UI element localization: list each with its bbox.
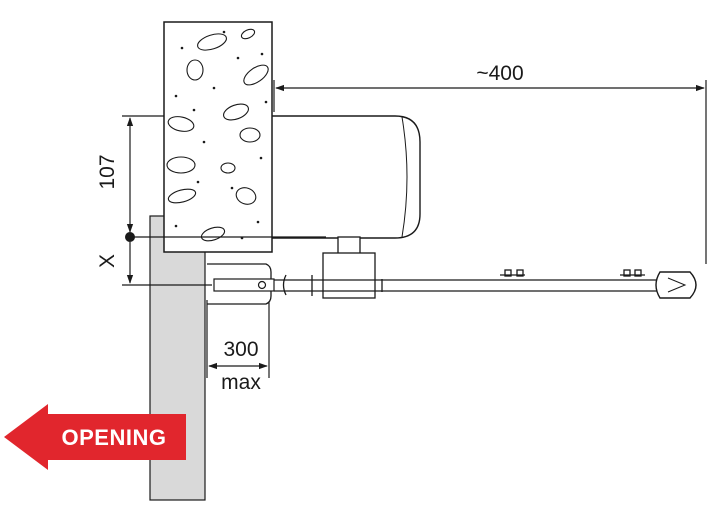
bracket-slot — [213, 278, 275, 292]
bracket-pivot — [257, 280, 267, 290]
arm-length-dimension — [273, 80, 707, 264]
height-label: 107 — [96, 154, 119, 189]
arm-length-label: ~400 — [476, 62, 523, 85]
max-distance-value: 300 — [223, 338, 258, 361]
max-distance-dimension — [206, 300, 270, 378]
articulated-arm — [274, 269, 660, 296]
height-dimension — [122, 115, 326, 286]
arm-end-fitting — [655, 271, 697, 299]
opening-arrow — [4, 404, 186, 470]
motor-housing — [270, 115, 421, 239]
offset-label: X — [96, 254, 119, 268]
max-distance-label: max — [221, 371, 261, 394]
opening-label: OPENING — [62, 425, 167, 450]
motor-stem — [337, 236, 361, 255]
masonry-pillar — [163, 21, 273, 253]
arm-end-detail — [667, 277, 687, 293]
motor-housing-detail — [401, 116, 408, 238]
reference-point — [125, 232, 135, 242]
